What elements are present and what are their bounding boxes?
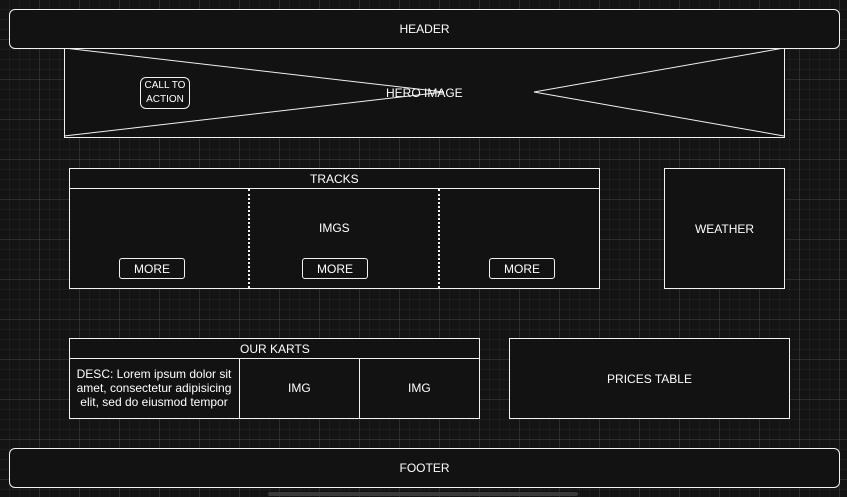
footer-box: FOOTER — [9, 448, 840, 488]
prices-table-box: PRICES TABLE — [509, 338, 790, 419]
tracks-title-divider — [70, 188, 599, 189]
header-label: HEADER — [399, 22, 450, 36]
karts-divider-1 — [239, 359, 240, 418]
prices-table-label: PRICES TABLE — [607, 371, 692, 386]
tracks-section: TRACKS IMGS MORE MORE MORE — [69, 168, 600, 289]
kart-img-1: IMG — [288, 381, 311, 395]
weather-label: WEATHER — [694, 221, 755, 236]
tracks-title: TRACKS — [310, 172, 359, 186]
cta-line-2: ACTION — [146, 94, 184, 105]
tracks-imgs-label: IMGS — [319, 221, 350, 235]
track-2-more-button[interactable]: MORE — [302, 258, 368, 279]
kart-img-2: IMG — [408, 381, 431, 395]
tracks-divider-2 — [438, 189, 440, 288]
track-3-more-button[interactable]: MORE — [489, 258, 555, 279]
karts-description: DESC: Lorem ipsum dolor sit amet, consec… — [76, 367, 232, 409]
karts-title-divider — [70, 358, 479, 359]
cta-line-1: CALL TO — [144, 80, 186, 91]
hero-image-label: HERO IMAGE — [386, 86, 463, 100]
karts-section: OUR KARTS DESC: Lorem ipsum dolor sit am… — [69, 338, 480, 419]
call-to-action-button[interactable]: CALL TO ACTION — [140, 77, 190, 109]
hero-cross-lines — [64, 48, 785, 137]
karts-divider-2 — [359, 359, 360, 418]
weather-box: WEATHER — [664, 168, 785, 289]
hero-image-placeholder: HERO IMAGE CALL TO ACTION — [64, 48, 785, 138]
header-box: HEADER — [9, 9, 840, 49]
horizontal-scrollbar[interactable] — [268, 492, 578, 496]
track-1-more-button[interactable]: MORE — [119, 258, 185, 279]
karts-title: OUR KARTS — [240, 342, 310, 356]
footer-label: FOOTER — [399, 461, 450, 475]
tracks-divider-1 — [248, 189, 250, 288]
